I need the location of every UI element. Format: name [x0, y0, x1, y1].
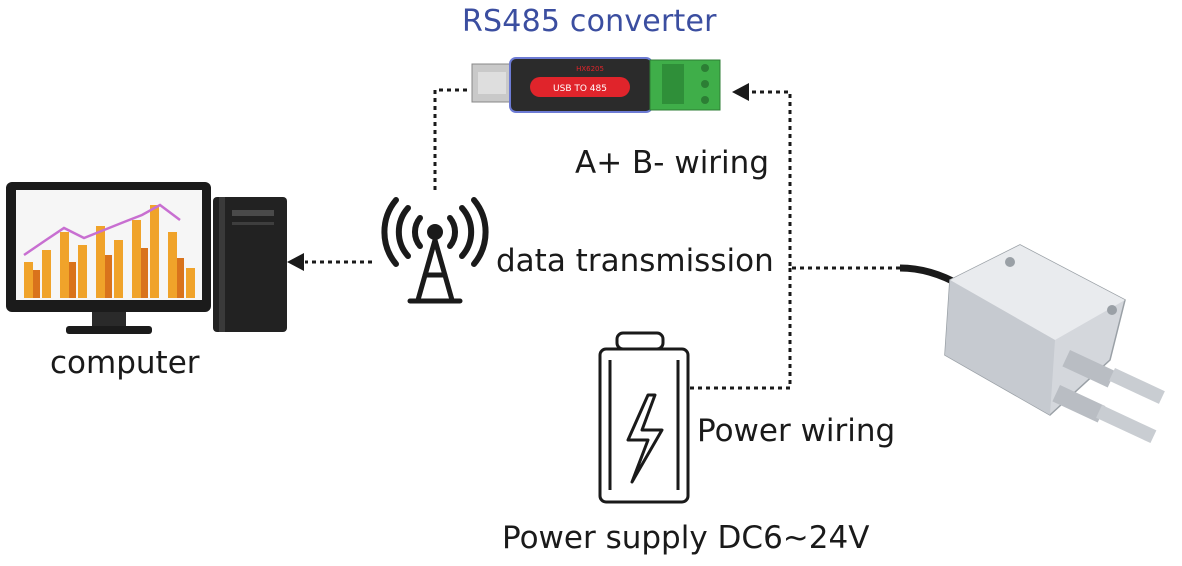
usb-rs485-converter-icon: USB TO 485 HX6205: [471, 57, 721, 113]
diagram-title: RS485 converter: [462, 4, 717, 39]
data-transmission-label: data transmission: [496, 243, 774, 279]
antenna-icon: [381, 197, 489, 304]
converter-body-text: USB TO 485: [553, 84, 607, 94]
converter-model-text: HX6205: [576, 65, 604, 73]
arrow-to-computer-icon: [287, 253, 304, 271]
battery-to-line: [690, 268, 792, 390]
ab-wiring-label: A+ B- wiring: [575, 145, 769, 181]
power-wiring-label: Power wiring: [697, 413, 896, 449]
power-supply-label: Power supply DC6~24V: [502, 520, 870, 556]
battery-icon: [598, 331, 690, 504]
antenna-to-converter-line: [433, 88, 470, 190]
computer-label: computer: [50, 345, 200, 381]
sensor-to-converter-line: [750, 90, 900, 270]
computer-icon: [6, 182, 287, 334]
pressure-sensor-icon: [899, 244, 1165, 444]
arrow-to-converter-icon: [732, 83, 749, 101]
connection-lines: [305, 88, 900, 390]
